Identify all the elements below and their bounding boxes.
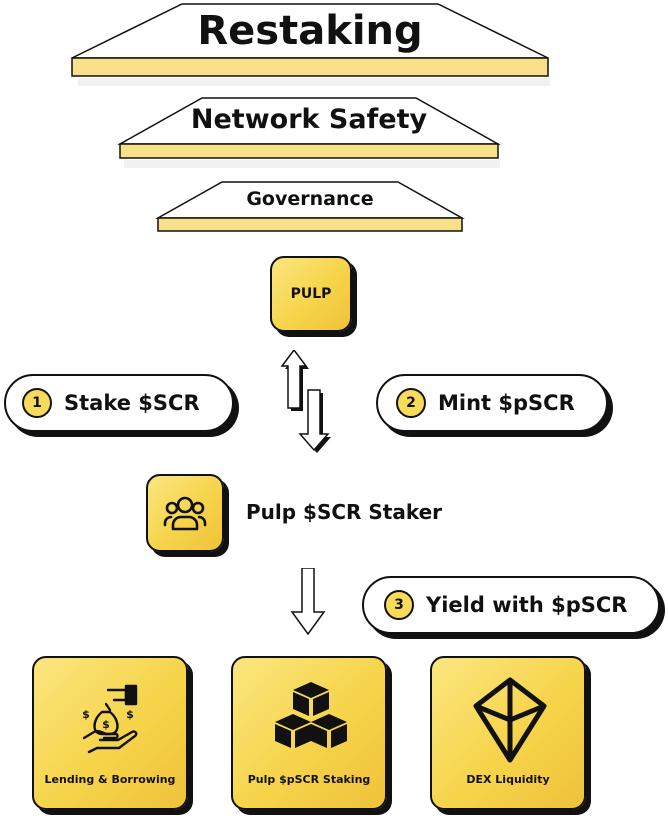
dollar-left-icon: $ [82,708,90,721]
card-pulp-pscr-staking-label: Pulp $pSCR Staking [247,773,371,786]
tier-restaking-label: Restaking [197,8,423,54]
step-3-badge: 3 [384,590,414,620]
pulp-token-label: PULP [290,286,332,302]
staker-icon-box [146,474,224,552]
step-1-label: Stake $SCR [64,391,200,415]
pulp-token-box: PULP [270,256,352,332]
tier-governance-label: Governance [246,188,374,210]
step-2-label: Mint $pSCR [438,391,575,415]
up-arrow-icon [280,350,309,411]
tier-network-safety-shape [117,97,501,168]
card-lending-borrowing-label: Lending & Borrowing [44,773,176,786]
dollar-right-icon: $ [126,708,134,721]
staker-label: Pulp $SCR Staker [246,500,443,524]
tier-governance: Governance [155,181,465,234]
tier-network-safety: Network Safety [117,97,501,168]
money-bag-hand-icon: $ $ $ [82,684,138,754]
tier-network-safety-label: Network Safety [190,104,428,135]
step-stake-scr: 1 Stake $SCR [4,374,234,432]
tier-restaking: Restaking [70,3,550,86]
step-2-badge: 2 [396,388,426,418]
card-dex-liquidity: DEX Liquidity [430,656,586,810]
stacked-cubes-icon [275,682,347,748]
card-dex-liquidity-label: DEX Liquidity [466,773,550,786]
step-yield-pscr: 3 Yield with $pSCR [362,576,660,634]
up-down-arrows-icon [280,350,331,453]
diamond-gem-icon [473,677,547,763]
users-icon [163,496,207,531]
card-lending-borrowing: $ $ $ Lending & Borrowing [32,656,188,810]
card-pulp-pscr-staking: Pulp $pSCR Staking [231,656,387,810]
down-arrow-icon [298,389,331,453]
tier-governance-shape [155,181,465,232]
tier-restaking-shape [71,3,550,86]
down-arrow-yield-icon [290,568,326,636]
step-1-badge: 1 [22,388,52,418]
dollar-center-icon: $ [102,718,110,731]
step-3-label: Yield with $pSCR [426,593,628,617]
step-mint-pscr: 2 Mint $pSCR [376,374,608,432]
